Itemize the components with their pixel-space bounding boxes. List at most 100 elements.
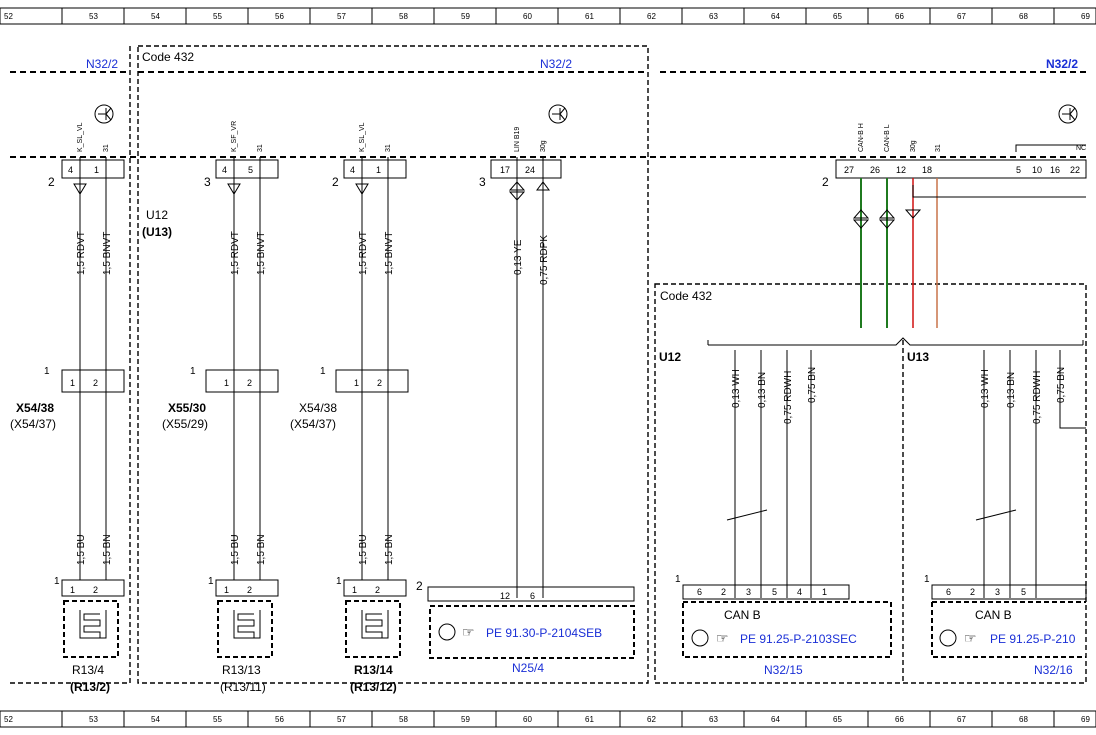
reference-link[interactable]: PE 91.25-P-210 xyxy=(990,632,1076,646)
code432-frame xyxy=(137,45,649,684)
svg-text:10: 10 xyxy=(1032,165,1042,175)
wire-label: 0,13 BN xyxy=(757,372,768,408)
svg-text:2: 2 xyxy=(93,585,98,595)
top-ruler-cell: 63 xyxy=(709,12,718,21)
wire-label: 0,75 RDPK xyxy=(539,235,550,285)
svg-text:R13/13: R13/13 xyxy=(222,663,261,677)
svg-text:2: 2 xyxy=(48,175,55,189)
svg-text:X54/38: X54/38 xyxy=(16,401,54,415)
plug-x54-38: 1 1 2 X54/38 (X54/37) xyxy=(10,366,125,431)
top-ruler-cell: 67 xyxy=(957,12,966,21)
svg-text:1: 1 xyxy=(54,576,60,587)
svg-text:1: 1 xyxy=(336,576,342,587)
signal-31: 31 xyxy=(257,144,264,152)
bottom-ruler-cell: 68 xyxy=(1019,715,1028,724)
svg-text:4: 4 xyxy=(222,165,227,175)
svg-text:1: 1 xyxy=(208,576,214,587)
svg-text:CAN B: CAN B xyxy=(975,608,1012,622)
top-ruler-cell: 59 xyxy=(461,12,470,21)
svg-text:4: 4 xyxy=(68,165,73,175)
connector-b: 3 4 5 xyxy=(204,159,279,189)
svg-text:2: 2 xyxy=(247,378,252,388)
reference-icon: ☞ xyxy=(716,630,729,646)
svg-text:1: 1 xyxy=(320,366,326,377)
svg-text:5: 5 xyxy=(1021,587,1026,597)
svg-text:5: 5 xyxy=(248,165,253,175)
wire-label: 0,75 RDWH xyxy=(1032,371,1043,424)
signal-31: 31 xyxy=(103,144,110,152)
module-n25-4: 2 12 6 ☞ PE 91.30-P-2104SEB N25/4 xyxy=(416,579,635,675)
svg-text:2: 2 xyxy=(416,579,423,593)
bottom-ruler-cell: 65 xyxy=(833,715,842,724)
svg-text:X54/38: X54/38 xyxy=(299,401,337,415)
heater-r13-14: 1 1 2 R13/14 (R13/12) xyxy=(336,576,407,694)
svg-text:2: 2 xyxy=(247,585,252,595)
top-ruler-cell: 53 xyxy=(89,12,98,21)
n32-label-right: N32/2 xyxy=(1046,57,1078,71)
signal-31: 31 xyxy=(385,144,392,152)
u13-alt-label: (U13) xyxy=(142,225,172,239)
reference-link[interactable]: PE 91.25-P-2103SEC xyxy=(740,632,857,646)
bottom-ruler-cell: 62 xyxy=(647,715,656,724)
svg-text:6: 6 xyxy=(697,587,702,597)
top-ruler-cell: 65 xyxy=(833,12,842,21)
connector-a: 2 4 1 xyxy=(48,159,125,189)
svg-text:(R13/11): (R13/11) xyxy=(220,680,266,694)
top-ruler-cell: 68 xyxy=(1019,12,1028,21)
top-ruler-cell: 52 xyxy=(4,12,13,21)
heater-r13-4: 1 1 2 R13/4 (R13/2) xyxy=(54,576,125,694)
signal-30g: 30g xyxy=(910,140,917,152)
wire-label: 0,13 YE xyxy=(513,239,524,275)
connector-d: 3 17 24 xyxy=(479,159,562,189)
svg-text:2: 2 xyxy=(822,175,829,189)
svg-text:6: 6 xyxy=(946,587,951,597)
wire-label: 1,5 BU xyxy=(358,534,369,565)
svg-text:1: 1 xyxy=(190,366,196,377)
svg-text:3: 3 xyxy=(204,175,211,189)
wire-label: 0,75 BN xyxy=(1056,367,1067,403)
svg-text:17: 17 xyxy=(500,165,510,175)
svg-text:2: 2 xyxy=(332,175,339,189)
svg-text:4: 4 xyxy=(797,587,802,597)
signal-can-b-l: CAN-B L xyxy=(884,124,891,152)
svg-text:12: 12 xyxy=(896,165,906,175)
top-ruler-cell: 66 xyxy=(895,12,904,21)
ground-icon xyxy=(548,104,568,124)
svg-text:(X54/37): (X54/37) xyxy=(290,417,336,431)
top-ruler-cell: 69 xyxy=(1081,12,1090,21)
plug-x54-38: 1 1 2 X54/38 (X54/37) xyxy=(290,366,409,431)
wire-label: 1,5 BNVT xyxy=(384,232,395,275)
code432-lower-frame xyxy=(654,283,1087,684)
signal-k-sl-vl: K_SL_VL xyxy=(359,122,366,152)
reference-icon: ☞ xyxy=(964,630,977,646)
svg-text:1: 1 xyxy=(376,165,381,175)
reference-link[interactable]: PE 91.30-P-2104SEB xyxy=(486,626,602,640)
module-n32-15: 1 6 2 3 5 4 1 CAN B ☞ PE 91.25-P-2103SEC… xyxy=(675,574,892,677)
bottom-ruler-cell: 53 xyxy=(89,715,98,724)
svg-text:CAN B: CAN B xyxy=(724,608,761,622)
svg-text:22: 22 xyxy=(1070,165,1080,175)
svg-text:3: 3 xyxy=(746,587,751,597)
wire-label: 0,75 RDWH xyxy=(783,371,794,424)
wire-label: 0,75 BN xyxy=(807,367,818,403)
svg-text:1: 1 xyxy=(924,574,930,585)
svg-text:6: 6 xyxy=(530,591,535,601)
wire-label: 1,5 BNVT xyxy=(256,232,267,275)
wire-label: 1,5 RDVT xyxy=(358,231,369,275)
svg-text:5: 5 xyxy=(772,587,777,597)
bottom-ruler-cell: 60 xyxy=(523,715,532,724)
u13-lower-label: U13 xyxy=(907,350,929,364)
wire-label: 1,5 BU xyxy=(76,534,87,565)
bottom-ruler-cell: 57 xyxy=(337,715,346,724)
svg-text:(X54/37): (X54/37) xyxy=(10,417,56,431)
wire-label: 1,5 BNVT xyxy=(102,232,113,275)
connector-c: 2 4 1 xyxy=(332,159,407,189)
wire-label: 0,13 WH xyxy=(731,369,742,408)
top-ruler-cell: 64 xyxy=(771,12,780,21)
bottom-ruler-cell: 61 xyxy=(585,715,594,724)
wire-label: 1,5 BU xyxy=(230,534,241,565)
signal-lin-b19: LIN B19 xyxy=(514,127,521,152)
svg-text:12: 12 xyxy=(500,591,510,601)
svg-text:1: 1 xyxy=(822,587,827,597)
signal-30g: 30g xyxy=(540,140,547,152)
